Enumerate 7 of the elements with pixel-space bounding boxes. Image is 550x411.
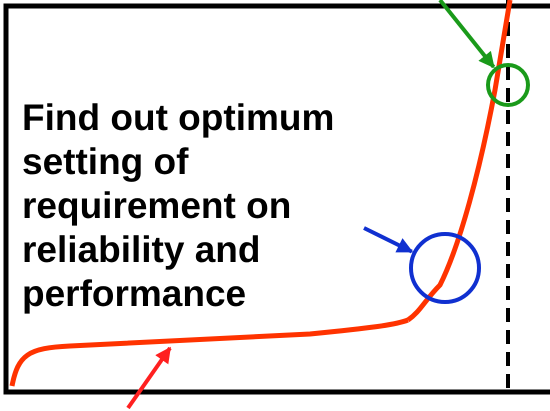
arrow bbox=[363, 226, 414, 254]
arrow bbox=[438, 0, 496, 68]
circle-marker bbox=[486, 63, 530, 107]
annotation-text: Find out optimum setting of requirement on reliability and performance bbox=[22, 96, 336, 316]
circle-marker bbox=[409, 232, 481, 304]
curve-line bbox=[10, 318, 410, 388]
arrow bbox=[126, 346, 172, 410]
